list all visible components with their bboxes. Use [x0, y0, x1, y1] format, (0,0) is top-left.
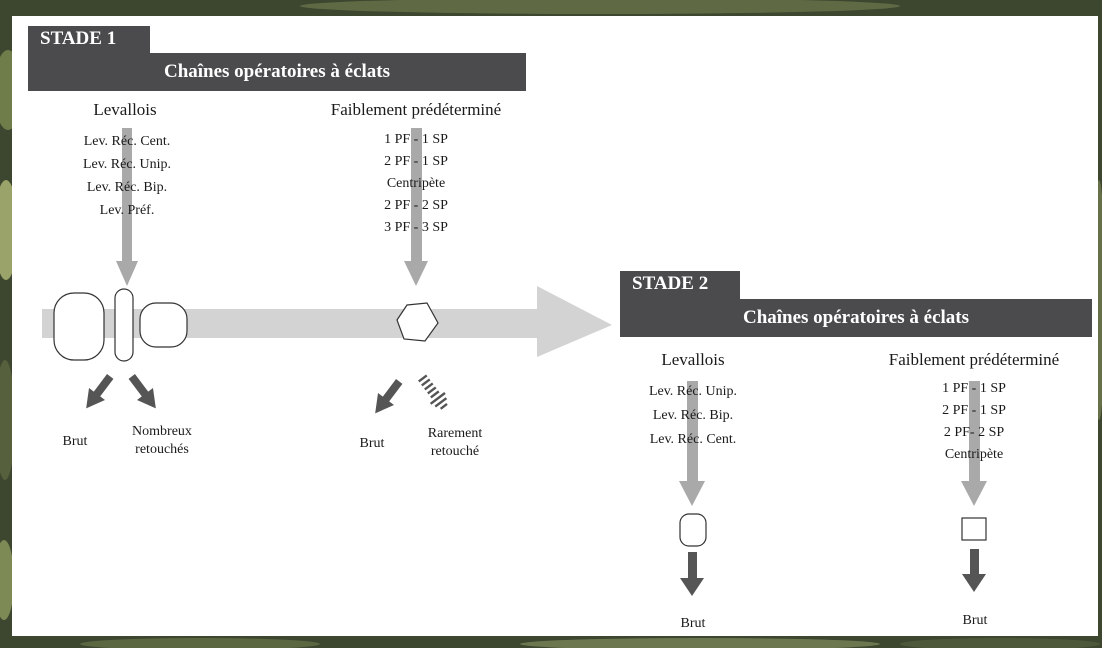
list-item: Lev. Réc. Unip.	[648, 384, 738, 399]
list-item: Lev. Réc. Cent.	[83, 134, 171, 149]
list-item: Centripète	[944, 447, 1004, 462]
stage1-levallois-methods: Lev. Réc. Cent. Lev. Réc. Unip. Lev. Réc…	[83, 130, 171, 222]
diagram-panel: STADE 1 Chaînes opératoires à éclats Lev…	[12, 16, 1098, 636]
levallois-flake-shape	[139, 302, 188, 348]
stage1-faible-retouche-hatched-arrow	[418, 374, 448, 410]
list-item: Lev. Réc. Unip.	[82, 157, 172, 172]
list-item: 1 PF - 1 SP	[942, 381, 1006, 396]
stage2-title-bar: Chaînes opératoires à éclats	[620, 299, 1092, 337]
stage2-faible-square-shape	[961, 517, 987, 541]
stage2-faible-outcome-brut: Brut	[962, 613, 988, 628]
stage2-levallois-outcome-brut: Brut	[680, 616, 706, 631]
stage1-levallois-down-arrow	[116, 128, 138, 286]
stage2-levallois-down-arrow	[679, 381, 705, 506]
stage2-levallois-methods: Lev. Réc. Unip. Lev. Réc. Bip. Lev. Réc.…	[649, 380, 737, 452]
stage1-faible-methods: 1 PF - 1 SP 2 PF - 1 SP Centripète 2 PF …	[384, 129, 448, 239]
main-flow-arrow	[42, 286, 612, 357]
stage1-levallois-outcome-brut: Brut	[62, 434, 88, 449]
list-item: Lev. Réc. Bip.	[652, 408, 734, 423]
stage2-faible-brut-arrow	[962, 549, 986, 592]
levallois-core-shape	[53, 292, 105, 361]
stage1-faible-down-arrow	[404, 128, 428, 286]
stage2-faible-down-arrow	[961, 381, 987, 506]
stage2-levallois-flake-shape	[679, 513, 707, 547]
stage1-tab: STADE 1	[28, 26, 150, 54]
list-item: Lev. Préf.	[99, 203, 155, 218]
stage1-faible-brut-arrow	[375, 379, 403, 414]
stage1-levallois-title: Levallois	[93, 100, 157, 119]
list-item: 2 PF - 1 SP	[384, 154, 448, 169]
list-item: Lev. Réc. Bip.	[86, 180, 168, 195]
list-item: Centripète	[386, 176, 446, 191]
stage2-faible-methods: 1 PF - 1 SP 2 PF - 1 SP 2 PF- 2 SP Centr…	[942, 378, 1006, 466]
levallois-flake-profile-shape	[114, 288, 134, 362]
stage2-faible-title: Faiblement prédéterminé	[888, 350, 1060, 369]
stage1-levallois-outcome-retouches: Nombreux retouchés	[132, 424, 192, 457]
stage1-title-bar: Chaînes opératoires à éclats	[28, 53, 526, 91]
stage1-levallois-retouches-arrow	[128, 374, 156, 409]
stage1-faible-title: Faiblement prédéterminé	[330, 100, 502, 119]
list-item: 2 PF- 2 SP	[943, 425, 1005, 440]
diagram-shapes	[42, 128, 987, 596]
list-item: Lev. Réc. Cent.	[649, 432, 737, 447]
faible-core-hexagon	[396, 302, 439, 342]
list-item: 2 PF - 2 SP	[384, 198, 448, 213]
stage2-levallois-title: Levallois	[661, 350, 725, 369]
list-item: 2 PF - 1 SP	[942, 403, 1006, 418]
stage1-levallois-brut-arrow	[86, 374, 114, 409]
list-item: 3 PF - 3 SP	[384, 220, 448, 235]
stage1-faible-outcome-retouche: Rarement retouché	[427, 426, 483, 459]
stage2-tab: STADE 2	[620, 271, 740, 299]
stage1-faible-outcome-brut: Brut	[359, 436, 385, 451]
list-item: 1 PF - 1 SP	[384, 132, 448, 147]
stage2-levallois-brut-arrow	[680, 552, 704, 596]
